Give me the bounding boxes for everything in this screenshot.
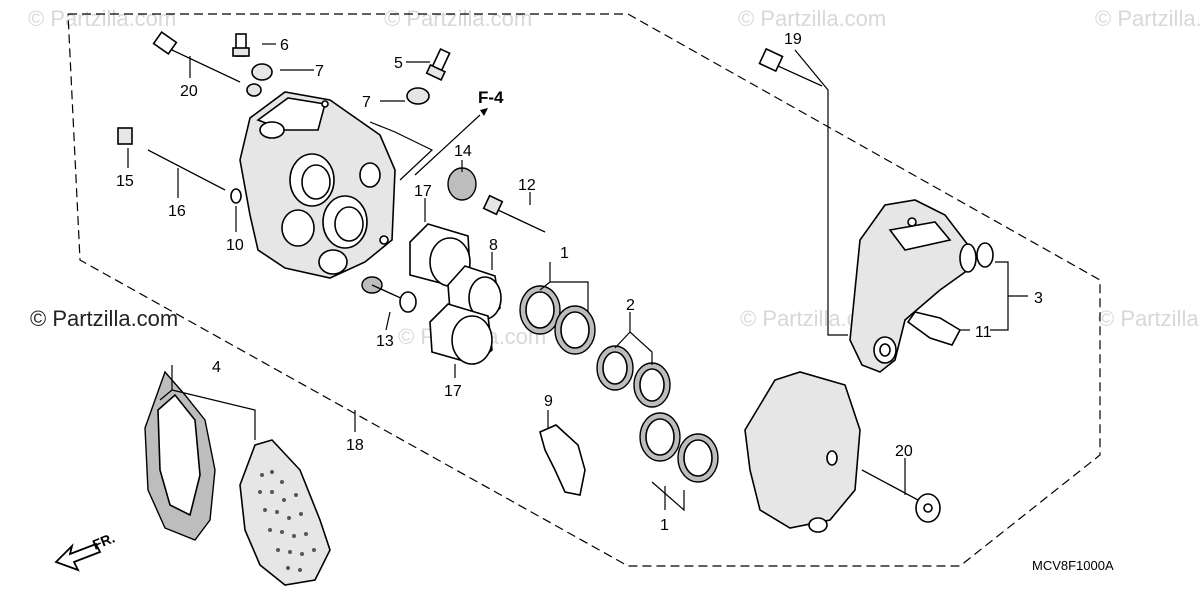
bleeder-cap	[406, 87, 430, 105]
callout-label: 2	[626, 297, 635, 314]
pad-pin	[147, 149, 226, 191]
bleeder-screw	[232, 33, 250, 57]
callout-label: 19	[784, 31, 802, 48]
callout-label: 6	[280, 37, 289, 54]
callout-label: 9	[544, 393, 553, 410]
callout-label: 17	[444, 383, 462, 400]
o-ring	[230, 188, 242, 204]
pin-cap	[117, 127, 133, 145]
callout-label: 7	[362, 94, 371, 111]
watermark: © Partzilla.com	[1095, 6, 1200, 31]
direction-label: FR.	[90, 529, 117, 552]
slide-pin-threaded	[361, 276, 417, 313]
callout-label: 20	[180, 83, 198, 100]
watermark: © Partzilla.com	[384, 6, 532, 31]
callout-label: 1	[660, 517, 669, 534]
callout-label: 16	[168, 203, 186, 220]
brake-pad-right	[239, 439, 331, 586]
dust-seal	[596, 345, 634, 391]
pad-spring	[906, 311, 962, 346]
piston-seal	[677, 433, 719, 483]
bleeder-cap	[251, 63, 273, 81]
pad-retainer	[539, 424, 586, 496]
callout-label: 20	[895, 443, 913, 460]
caliper-body	[239, 91, 396, 279]
piston-seal	[639, 412, 681, 462]
callout-label: 8	[489, 237, 498, 254]
caliper-bracket	[849, 199, 994, 373]
callout-label: 15	[116, 173, 134, 190]
callout-label: 11	[975, 324, 992, 341]
reference-label: F-4	[478, 88, 504, 107]
callout-label: 12	[518, 177, 536, 194]
front-direction-arrow-icon	[54, 542, 102, 572]
mounting-bolt	[152, 30, 241, 83]
piston-seal	[554, 305, 596, 355]
washer	[246, 83, 262, 97]
assembly-boundary	[67, 13, 1101, 567]
callout-label: 7	[315, 63, 324, 80]
bracket-bolt	[758, 47, 823, 87]
callout-labels: 1 1 2 3 4 5 6 7 7 8 9 10 11 12 13 14 15 …	[116, 31, 1043, 534]
watermark: © Partzilla.com	[1098, 306, 1200, 331]
leader-lines	[127, 43, 1028, 512]
pin-boot	[447, 167, 477, 201]
callout-label: 1	[560, 245, 569, 262]
piston-seal	[519, 285, 561, 335]
callout-label: 10	[226, 237, 244, 254]
dust-seal	[633, 362, 671, 408]
watermark: © Partzilla.com	[738, 6, 886, 31]
piston-large-upper	[409, 223, 471, 287]
corner-watermark: © Partzilla.com	[30, 306, 178, 331]
callout-label: 5	[394, 55, 403, 72]
watermark: © Partzilla.com	[28, 6, 176, 31]
callout-label: 4	[212, 359, 221, 376]
callout-label: 13	[376, 333, 394, 350]
caliper-cover	[744, 371, 861, 533]
bleeder-screw	[425, 47, 451, 81]
callout-label: 14	[454, 143, 472, 160]
mounting-bolt	[861, 469, 941, 523]
diagram-code: MCV8F1000A	[1032, 558, 1114, 573]
callout-label: 18	[346, 437, 364, 454]
piston-large-lower	[429, 303, 493, 365]
callout-label: 3	[1034, 290, 1043, 307]
brake-pad-left	[144, 370, 216, 541]
callout-label: 17	[414, 183, 432, 200]
slide-pin	[482, 194, 546, 233]
